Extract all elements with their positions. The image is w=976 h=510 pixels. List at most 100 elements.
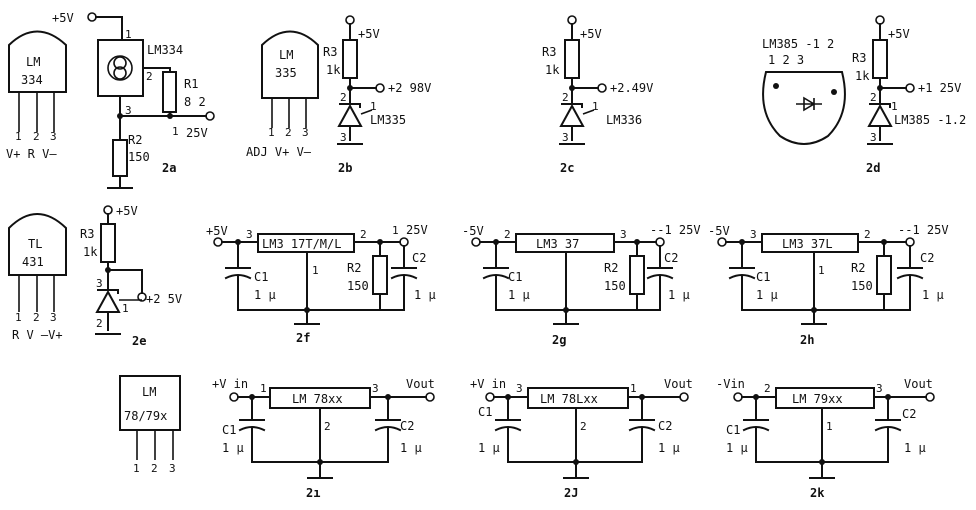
output-label: +1 25V bbox=[918, 81, 961, 95]
output-label: 25V bbox=[406, 223, 428, 237]
r-value: 150 bbox=[347, 279, 369, 293]
pkg-label-2: 431 bbox=[22, 255, 44, 269]
ic-label: LM334 bbox=[147, 43, 183, 57]
figure-2k: -Vin 2 LM 79xx 3 Vout C1 1 μ 1 C2 1 μ 2k bbox=[716, 377, 935, 500]
pin-label: 2 bbox=[580, 420, 587, 433]
figure-2i: LM 78/79x 1 2 3 +V in 1 LM 78xx 3 Vout C… bbox=[119, 375, 435, 500]
c1-label: C1 bbox=[508, 270, 522, 284]
ic-label: LM 78xx bbox=[292, 392, 343, 406]
output-label: Vout bbox=[406, 377, 435, 391]
pin-label: 1 bbox=[312, 264, 319, 277]
resistor-r3 bbox=[872, 39, 888, 79]
c2-value: 1 μ bbox=[668, 288, 690, 302]
pin-label: 2 bbox=[324, 420, 331, 433]
resistor-r2 bbox=[372, 255, 388, 295]
pin-marker bbox=[831, 89, 837, 95]
current-source-icon bbox=[107, 55, 133, 81]
zener-icon bbox=[337, 103, 363, 127]
zener-icon bbox=[339, 103, 361, 108]
ic-label: LM3 37 bbox=[536, 237, 579, 251]
junction-dot bbox=[167, 113, 173, 119]
pkg-label-1: TL bbox=[28, 237, 42, 251]
pin-number: 2 bbox=[151, 462, 158, 475]
pin-names: V+ R V— bbox=[6, 147, 57, 161]
c2-value: 1 μ bbox=[414, 288, 436, 302]
figure-caption: 2ı bbox=[306, 486, 320, 500]
output-label: --1 25V bbox=[898, 223, 949, 237]
figure-2e: TL 431 1 2 3 R V —V+ +5V R3 1k +2 5V 3 1… bbox=[8, 204, 182, 348]
c2-label: C2 bbox=[400, 419, 414, 433]
pin-label: 3 bbox=[372, 382, 379, 395]
out-pin: 1 bbox=[392, 224, 399, 237]
pin-label: 1 bbox=[125, 28, 132, 41]
pin-label: 3 bbox=[96, 277, 103, 290]
output-label: +2 98V bbox=[388, 81, 431, 95]
supply-label: +5V bbox=[116, 204, 138, 218]
junction-dot bbox=[105, 267, 111, 273]
pin-label: 3 bbox=[562, 131, 569, 144]
r-label: R3 bbox=[80, 227, 94, 241]
pin-label: 1 bbox=[122, 302, 129, 315]
c2-label: C2 bbox=[658, 419, 672, 433]
figure-caption: 2b bbox=[338, 161, 352, 175]
r2-label: R2 bbox=[128, 133, 142, 147]
r-value: 150 bbox=[851, 279, 873, 293]
junction-dot bbox=[573, 459, 579, 465]
r-value: 1k bbox=[83, 245, 98, 259]
pin-number: 3 bbox=[302, 126, 309, 139]
figure-caption: 2g bbox=[552, 333, 566, 347]
pin-label: 2 bbox=[864, 228, 871, 241]
figure-2j: +V in 3 LM 78Lxx 1 Vout C1 1 μ 2 C2 1 μ … bbox=[470, 377, 693, 500]
pin-number: 2 bbox=[33, 311, 40, 324]
pin-number: 1 bbox=[15, 130, 22, 143]
pkg-label-1: LM bbox=[279, 48, 293, 62]
output-terminal bbox=[399, 237, 409, 247]
pin-label: 1 bbox=[826, 420, 833, 433]
pkg-label-2: 335 bbox=[275, 66, 297, 80]
r-label: R3 bbox=[852, 51, 866, 65]
output-terminal bbox=[905, 237, 915, 247]
r-label: R2 bbox=[604, 261, 618, 275]
pin-label: 1 bbox=[630, 382, 637, 395]
zener-icon bbox=[867, 103, 893, 127]
zener-label: LM385 -1.2 bbox=[894, 113, 966, 127]
c2-label: C2 bbox=[664, 251, 678, 265]
terminal bbox=[567, 15, 577, 25]
junction-dot bbox=[304, 307, 310, 313]
r-label: R3 bbox=[323, 45, 337, 59]
pin-number: 2 bbox=[285, 126, 292, 139]
c2-label: C2 bbox=[412, 251, 426, 265]
junction-dot bbox=[819, 459, 825, 465]
output-terminal bbox=[425, 392, 435, 402]
pin-label: 3 bbox=[340, 131, 347, 144]
output-terminal bbox=[205, 111, 215, 121]
r-value: 1k bbox=[326, 63, 341, 77]
input-label: +V in bbox=[212, 377, 248, 391]
figure-2c: +5V R3 1k +2.49V 2 1 LM336 3 2c bbox=[542, 15, 653, 175]
pkg-label-1: LM bbox=[26, 55, 40, 69]
ic-label: LM3 17T/M/L bbox=[262, 237, 341, 251]
pin-number: 3 bbox=[169, 462, 176, 475]
terminal bbox=[345, 15, 355, 25]
lm385-package bbox=[762, 71, 846, 145]
lm335-package bbox=[261, 30, 319, 99]
terminal bbox=[103, 205, 113, 215]
figure-caption: 2a bbox=[162, 161, 176, 175]
zener-icon bbox=[561, 103, 583, 108]
pin-number: 1 bbox=[133, 462, 140, 475]
pin-label: 1 bbox=[891, 100, 898, 113]
pin-label: 2 bbox=[360, 228, 367, 241]
figure-caption: 2e bbox=[132, 334, 146, 348]
output-label: 25V bbox=[186, 126, 208, 140]
resistor-r1 bbox=[162, 71, 177, 113]
pin-label: 3 bbox=[750, 228, 757, 241]
tl431-package bbox=[8, 213, 67, 276]
c1-value: 1 μ bbox=[478, 441, 500, 455]
figure-2f: +5V 3 LM3 17T/M/L 2 1 25V C1 1 μ 1 R2 15… bbox=[206, 223, 436, 345]
pin-label: 3 bbox=[620, 228, 627, 241]
input-label: +V in bbox=[470, 377, 506, 391]
junction-dot bbox=[569, 85, 575, 91]
figure-caption: 2J bbox=[564, 486, 578, 500]
